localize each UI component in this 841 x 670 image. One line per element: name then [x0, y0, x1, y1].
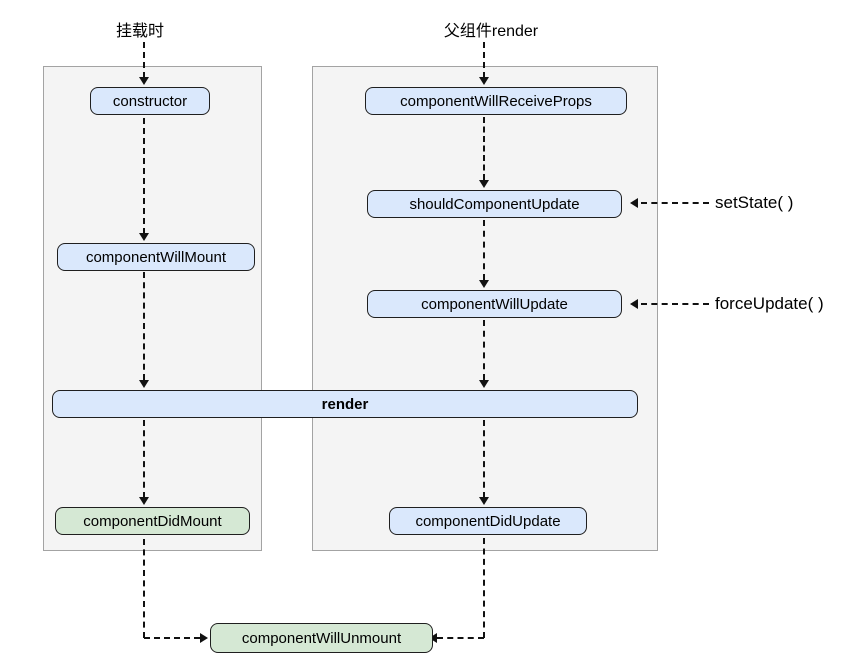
parent-render-entry-label: 父组件render [443, 23, 539, 40]
arrow-didupdate-to-willunmount-hline [437, 637, 484, 639]
arrow-didmount-to-willunmount-head [200, 633, 208, 643]
arrow-shouldupdate-to-willupdate-head [479, 280, 489, 288]
arrow-didupdate-to-willunmount-head [429, 633, 437, 643]
arrow-willmount-to-render-head [139, 380, 149, 388]
arrow-parentrender-to-willreceive-line [483, 42, 485, 78]
arrow-setstate-head [630, 198, 638, 208]
arrow-constructor-to-willmount-head [139, 233, 149, 241]
arrow-willmount-to-render-line [143, 272, 145, 380]
arrow-willreceive-to-shouldupdate-head [479, 180, 489, 188]
arrow-setstate-line [641, 202, 709, 204]
arrow-render-to-didmount-head [139, 497, 149, 505]
node-component-did-mount: componentDidMount [55, 507, 250, 535]
arrow-forceupdate-line [641, 303, 709, 305]
arrow-mount-to-constructor-line [143, 42, 145, 78]
arrow-shouldupdate-to-willupdate-line [483, 220, 485, 280]
arrow-mount-to-constructor-head [139, 77, 149, 85]
forceupdate-annotation: forceUpdate( ) [715, 294, 824, 313]
arrow-willreceive-to-shouldupdate-line [483, 117, 485, 180]
node-render: render [52, 390, 638, 418]
arrow-render-to-didupdate-head [479, 497, 489, 505]
arrow-constructor-to-willmount-line [143, 118, 145, 234]
node-component-will-unmount: componentWillUnmount [210, 623, 433, 653]
arrow-forceupdate-head [630, 299, 638, 309]
arrow-render-to-didupdate-line [483, 420, 485, 498]
arrow-didmount-to-willunmount-hline [144, 637, 200, 639]
node-constructor: constructor [90, 87, 210, 115]
arrow-willupdate-to-render-head [479, 380, 489, 388]
arrow-parentrender-to-willreceive-head [479, 77, 489, 85]
node-component-did-update: componentDidUpdate [389, 507, 587, 535]
mount-phase-panel [43, 66, 262, 551]
node-component-will-receive-props: componentWillReceiveProps [365, 87, 627, 115]
node-component-will-update: componentWillUpdate [367, 290, 622, 318]
arrow-didmount-to-willunmount-vline [143, 539, 145, 638]
node-component-will-mount: componentWillMount [57, 243, 255, 271]
arrow-willupdate-to-render-line [483, 320, 485, 380]
arrow-didupdate-to-willunmount-vline [483, 538, 485, 638]
arrow-render-to-didmount-line [143, 420, 145, 498]
node-should-component-update: shouldComponentUpdate [367, 190, 622, 218]
mount-entry-label: 挂载时 [115, 23, 164, 40]
setstate-annotation: setState( ) [715, 193, 794, 212]
